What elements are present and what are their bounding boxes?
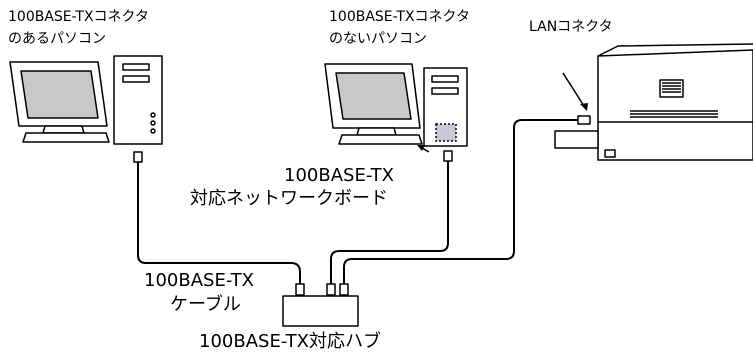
pc2-monitor-icon bbox=[325, 64, 422, 144]
hub-port-2 bbox=[327, 284, 335, 295]
printer-icon bbox=[555, 44, 753, 160]
hub-icon bbox=[283, 296, 358, 326]
cable-label-line2: ケーブル bbox=[170, 296, 241, 314]
cable-label-line1: 100BASE-TX bbox=[144, 272, 254, 290]
hub-label: 100BASE-TX対応ハブ bbox=[199, 333, 381, 351]
lan-connector-label: LANコネクタ bbox=[529, 20, 613, 34]
pc1-label-line1: 100BASE-TXコネクタ bbox=[8, 10, 149, 24]
pc2-label-line1: 100BASE-TXコネクタ bbox=[329, 10, 470, 24]
printer-lan-port bbox=[578, 116, 590, 124]
pc2-label-line2: のないパソコン bbox=[329, 32, 427, 46]
pc1-monitor-icon bbox=[10, 62, 109, 142]
lan-leader-line bbox=[563, 73, 584, 106]
pc2-cable-plug bbox=[444, 151, 452, 161]
pc1-tower-icon bbox=[114, 56, 162, 144]
pc1-cable-plug bbox=[134, 152, 142, 162]
pc1-label-line2: のあるパソコン bbox=[8, 32, 106, 46]
network-board-icon bbox=[436, 124, 456, 141]
hub-port-3 bbox=[340, 284, 348, 295]
cable-pc1 bbox=[138, 162, 300, 284]
pc2-tower-icon bbox=[424, 68, 467, 146]
hub-port-1 bbox=[296, 284, 304, 295]
network-board-label-line1: 100BASE-TX bbox=[284, 167, 394, 185]
network-board-label-line2: 対応ネットワークボード bbox=[190, 190, 388, 208]
